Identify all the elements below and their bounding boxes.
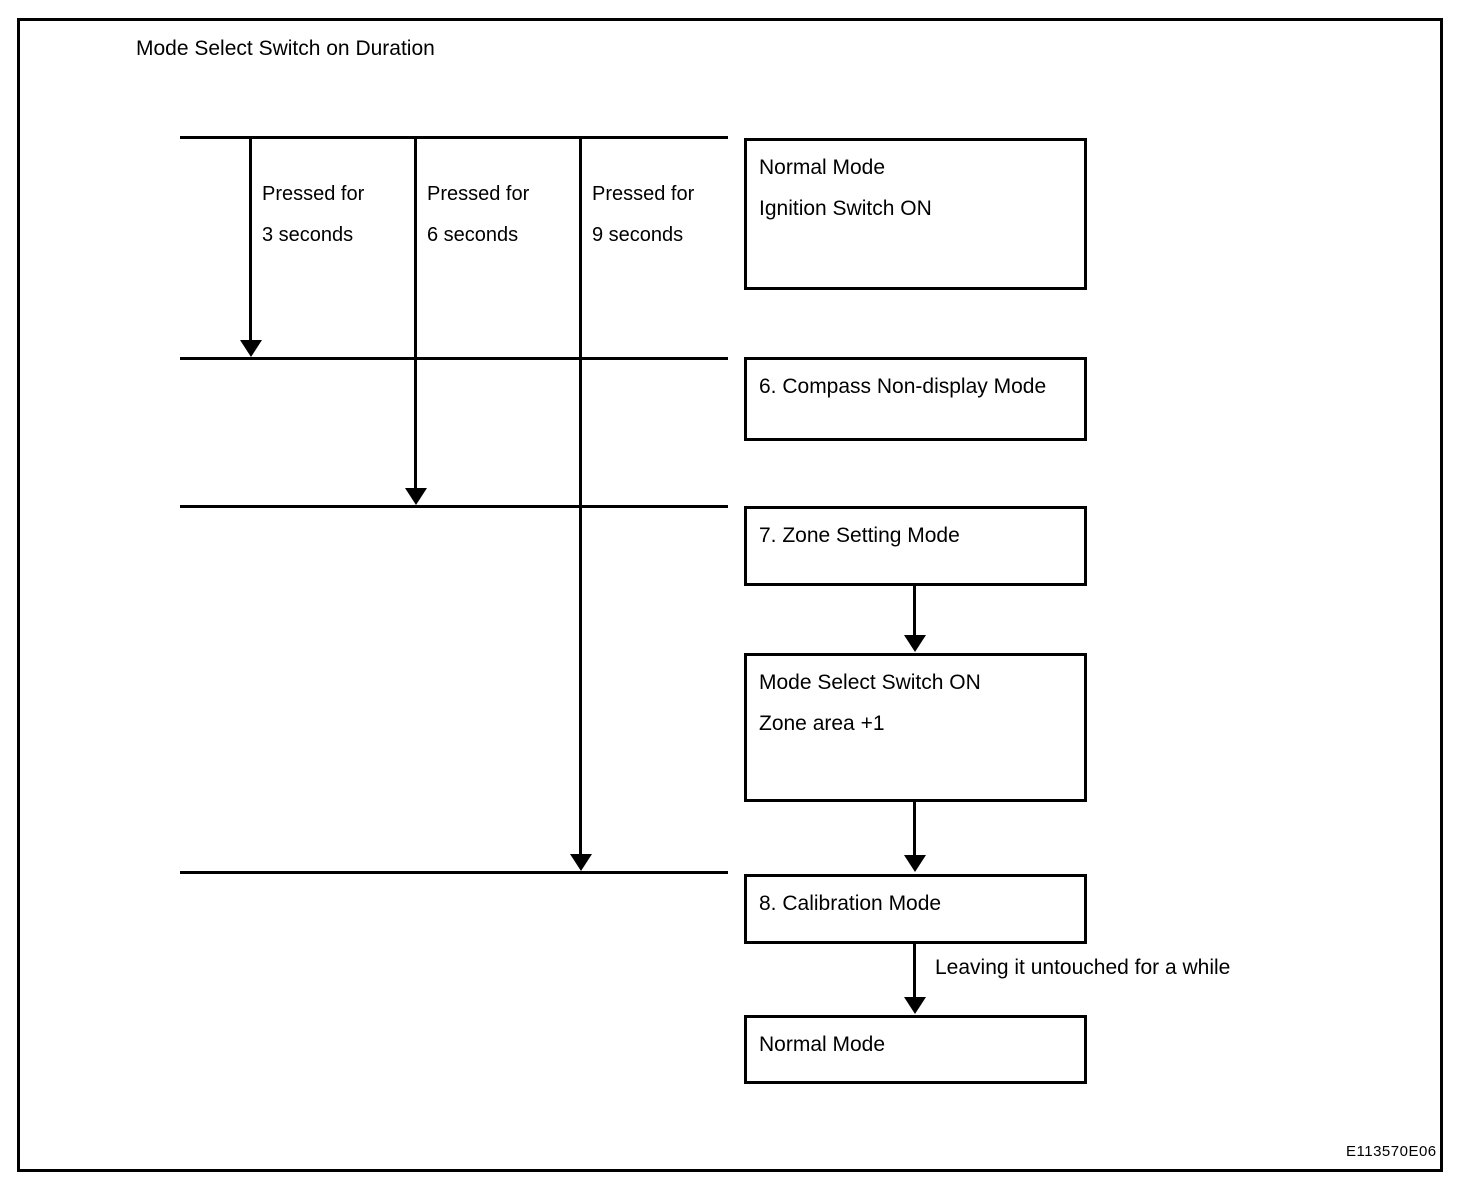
mode-box-mode-select-switch-on: Mode Select Switch ON Zone area +1 (744, 653, 1087, 802)
mode-box-line-1: 8. Calibration Mode (759, 892, 942, 915)
mode-box-line-1: Normal Mode (759, 1033, 886, 1056)
connector-zone-to-switch (913, 586, 916, 637)
duration-arrow-9s (570, 854, 592, 871)
mode-box-calibration-mode: 8. Calibration Mode (744, 874, 1087, 944)
transition-label-leaving-untouched: Leaving it untouched for a while (935, 956, 1231, 979)
mode-box-normal-mode-ignition-on: Normal Mode Ignition Switch ON (744, 138, 1087, 290)
duration-label-9s-line1: Pressed for (592, 183, 695, 205)
connector-arrow-switch-to-calibration (904, 855, 926, 872)
duration-label-3s-line2: 3 seconds (262, 224, 354, 246)
mode-box-line-1: 7. Zone Setting Mode (759, 524, 960, 547)
mode-box-line-2: Ignition Switch ON (759, 197, 932, 220)
mode-box-line-1: 6. Compass Non-display Mode (759, 375, 1047, 398)
mode-box-line-1: Mode Select Switch ON (759, 671, 981, 694)
duration-line-6s (414, 136, 417, 497)
duration-label-9s-line2: 9 seconds (592, 224, 684, 246)
timeline-rule-3s (180, 357, 728, 360)
figure-title: Mode Select Switch on Duration (136, 37, 435, 60)
mode-box-zone-setting-mode: 7. Zone Setting Mode (744, 506, 1087, 586)
mode-box-line-2: Zone area +1 (759, 712, 885, 735)
duration-line-3s (249, 136, 252, 349)
connector-switch-to-calibration (913, 802, 916, 857)
timeline-rule-6s (180, 505, 728, 508)
timeline-rule-9s (180, 871, 728, 874)
duration-arrow-6s (405, 488, 427, 505)
connector-arrow-calibration-to-normal (904, 997, 926, 1014)
duration-label-6s-line2: 6 seconds (427, 224, 519, 246)
timeline-rule-start (180, 136, 728, 139)
duration-label-6s-line1: Pressed for (427, 183, 530, 205)
mode-box-normal-mode-return: Normal Mode (744, 1015, 1087, 1084)
connector-calibration-to-normal (913, 944, 916, 999)
figure-reference-code: E113570E06 (1346, 1143, 1437, 1160)
figure-outer-frame (17, 18, 1443, 1172)
connector-arrow-zone-to-switch (904, 635, 926, 652)
duration-line-9s (579, 136, 582, 863)
duration-arrow-3s (240, 340, 262, 357)
duration-label-3s-line1: Pressed for (262, 183, 365, 205)
mode-box-compass-non-display-mode: 6. Compass Non-display Mode (744, 357, 1087, 441)
mode-box-line-1: Normal Mode (759, 156, 886, 179)
